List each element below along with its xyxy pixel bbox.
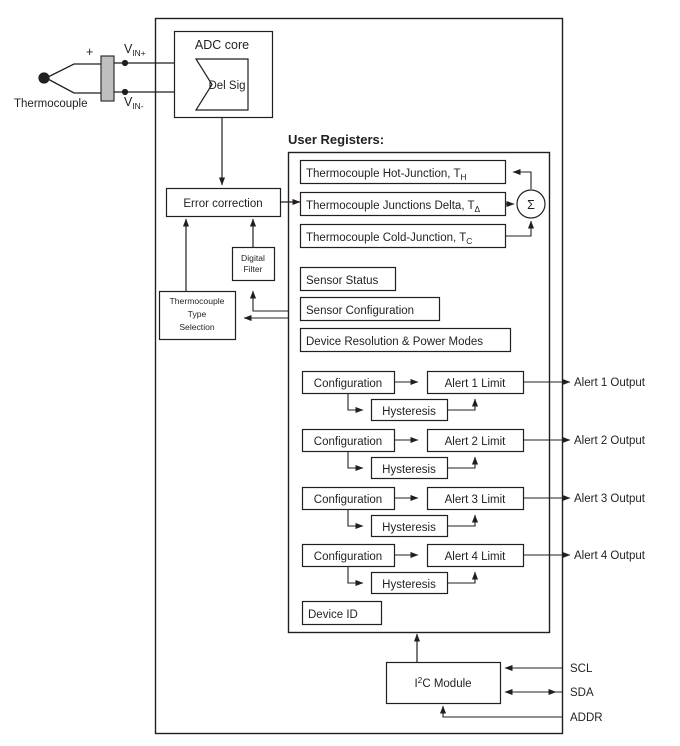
register-label-device-id: Device ID: [308, 609, 358, 621]
alert-4-limit-box: [426, 543, 525, 568]
digital-filter-label-line1: Digital: [241, 253, 265, 263]
alert-group-2: Configuration Alert 2 Limit Hysteresis A…: [301, 428, 646, 480]
alert-2-config-to-hysteresis-link: [347, 452, 364, 472]
alert-4-configuration-label: Configuration: [314, 551, 382, 563]
register-row-device-id: Device ID: [301, 600, 383, 626]
alert-3-hysteresis-to-limit-link: [448, 514, 479, 527]
alert-2-hysteresis-to-limit-link: [448, 456, 479, 469]
cold-junction-to-sum-link: [506, 220, 535, 237]
device-boundary: [154, 17, 564, 735]
type-selection-label-line3: Selection: [179, 322, 215, 332]
summing-node: Σ: [516, 189, 546, 219]
thermocouple-input: Thermocouple +: [14, 45, 115, 110]
adc-core-title: ADC core: [195, 38, 249, 52]
addr-link: [439, 705, 562, 718]
digital-filter-block: Digital Filter: [231, 246, 276, 282]
register-label-hot-junction: Thermocouple Hot-Junction, TH: [306, 168, 467, 182]
alert-3-limit-box: [426, 486, 525, 511]
thermocouple-junction-dot: [38, 72, 50, 84]
alert-3-limit-label: Alert 3 Limit: [445, 494, 507, 506]
type-selection-label-line1: Thermocouple: [170, 296, 225, 306]
sum-to-hot-junction-link: [512, 168, 532, 189]
alert-group-4: Configuration Alert 4 Limit Hysteresis A…: [301, 543, 646, 595]
alert-group-1: Configuration Alert 1 Limit Hysteresis A…: [301, 370, 646, 422]
alert-3-hysteresis-label: Hysteresis: [382, 522, 436, 534]
alert-1-configuration-label: Configuration: [314, 378, 382, 390]
register-row-junctions-delta: Thermocouple Junctions Delta, TΔ: [299, 191, 507, 217]
scl-label: SCL: [570, 663, 593, 675]
alert-2-hysteresis-box: [370, 456, 449, 480]
user-registers-boundary: [287, 151, 551, 634]
alert-2-output-label: Alert 2 Output: [574, 435, 646, 447]
register-label-cold-junction: Thermocouple Cold-Junction, TC: [306, 232, 472, 246]
register-label-device-resolution: Device Resolution & Power Modes: [306, 336, 483, 348]
i2c-module-block: I2C Module: [385, 661, 502, 705]
thermocouple-label: Thermocouple: [14, 98, 88, 110]
alert-1-hysteresis-to-limit-link: [448, 398, 479, 411]
sensor-config-to-digital-filter-link: [249, 290, 288, 312]
alert-1-hysteresis-box: [370, 398, 449, 422]
type-selection-block: Thermocouple Type Selection: [158, 290, 237, 341]
alert-2-hysteresis-label: Hysteresis: [382, 464, 436, 476]
alert-1-hysteresis-label: Hysteresis: [382, 406, 436, 418]
addr-label: ADDR: [570, 712, 603, 724]
alert-1-limit-label: Alert 1 Limit: [445, 378, 507, 390]
vin-plus-node: [121, 59, 129, 67]
alert-3-hysteresis-box: [370, 514, 449, 538]
register-label-sensor-configuration: Sensor Configuration: [306, 305, 414, 317]
alert-group-3: Configuration Alert 3 Limit Hysteresis A…: [301, 486, 646, 538]
digital-filter-label-line2: Filter: [243, 264, 262, 274]
i2c-pins: SCL SDA ADDR: [439, 663, 603, 724]
alert-3-config-to-hysteresis-link: [347, 510, 364, 530]
alert-3-configuration-label: Configuration: [314, 494, 382, 506]
i2c-module-label: I2C Module: [414, 675, 471, 690]
alert-4-configuration-box: [301, 543, 396, 568]
thermocouple-connector: [100, 55, 115, 102]
alert-2-configuration-box: [301, 428, 396, 453]
error-correction-block: Error correction: [165, 187, 282, 218]
alert-3-configuration-box: [301, 486, 396, 511]
alert-4-output-label: Alert 4 Output: [574, 550, 646, 562]
alert-2-limit-label: Alert 2 Limit: [445, 436, 507, 448]
register-label-junctions-delta: Thermocouple Junctions Delta, TΔ: [306, 200, 481, 214]
register-row-device-resolution: Device Resolution & Power Modes: [299, 327, 512, 353]
adc-core-block: ADC core Del Sig: [173, 30, 274, 119]
sda-label: SDA: [570, 687, 594, 699]
alert-1-config-to-hysteresis-link: [347, 394, 364, 414]
register-row-hot-junction: Thermocouple Hot-Junction, TH: [299, 159, 507, 185]
user-registers-heading: User Registers:: [288, 132, 384, 147]
vin-minus-node: [121, 88, 129, 96]
alert-4-limit-label: Alert 4 Limit: [445, 551, 507, 563]
type-selection-label-line2: Type: [188, 309, 207, 319]
alert-1-output-label: Alert 1 Output: [574, 377, 646, 389]
sum-symbol-label: Σ: [527, 198, 535, 212]
error-correction-label: Error correction: [183, 198, 262, 210]
delta-sigma-modulator: [194, 58, 249, 111]
alert-4-hysteresis-box: [370, 571, 449, 595]
register-row-sensor-status: Sensor Status: [299, 266, 397, 292]
register-row-sensor-configuration: Sensor Configuration: [299, 296, 441, 322]
register-label-sensor-status: Sensor Status: [306, 275, 378, 287]
alert-1-configuration-box: [301, 370, 396, 395]
alert-4-config-to-hysteresis-link: [347, 567, 364, 587]
alert-3-output-label: Alert 3 Output: [574, 493, 646, 505]
register-row-cold-junction: Thermocouple Cold-Junction, TC: [299, 223, 507, 249]
alert-2-limit-box: [426, 428, 525, 453]
alert-4-hysteresis-label: Hysteresis: [382, 579, 436, 591]
alert-2-configuration-label: Configuration: [314, 436, 382, 448]
vin-plus-label: VIN+: [124, 42, 146, 58]
alert-4-hysteresis-to-limit-link: [448, 571, 479, 584]
delta-sigma-label: Del Sig: [208, 80, 245, 92]
polarity-plus-label: +: [86, 45, 93, 59]
vin-minus-label: VIN-: [124, 95, 144, 111]
alert-1-limit-box: [426, 370, 525, 395]
